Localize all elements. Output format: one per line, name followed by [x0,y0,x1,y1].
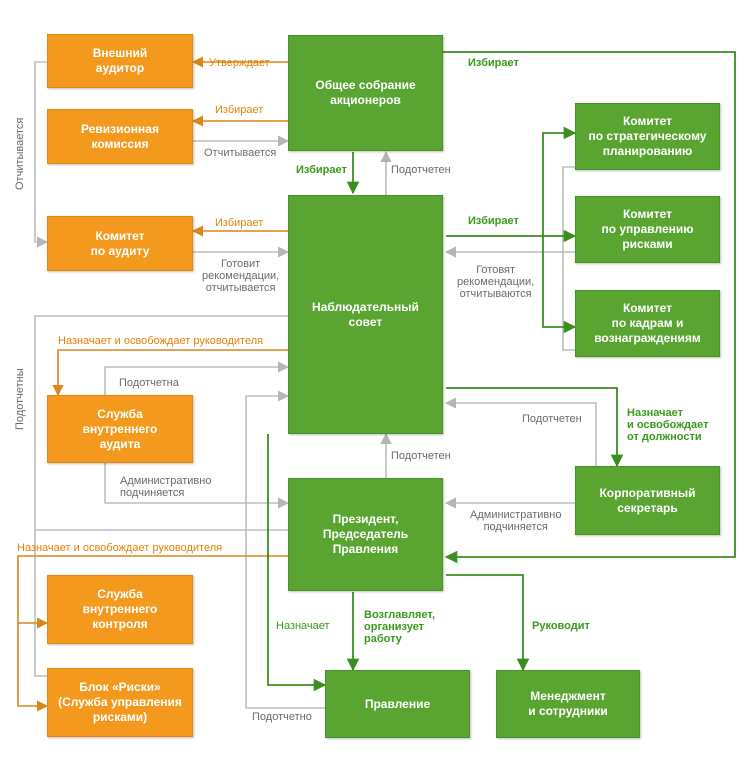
label-accountable-president: Подотчетен [391,450,451,462]
edge-committees-green-bus [542,126,577,236]
label-reports-commission: Отчитывается [204,147,277,159]
edge-committees-bus [562,166,575,351]
node-risk-block: Блок «Риски» (Служба управления рисками) [47,668,193,737]
label-appoints-heads: Назначает и освобождает руководителя [17,542,223,554]
label-elects-commission: Избирает [215,104,264,116]
node-management-board: Правление [325,670,470,738]
label-appoints-ia: Назначает и освобождает руководителя [58,335,264,347]
edge-ia-accountable [104,361,290,395]
node-shareholders: Общее собрание акционеров [288,35,443,151]
label-prepare-recs-committees: Готовят рекомендации, отчитываются [457,264,535,300]
label-manages: Руководит [532,620,590,632]
label-elects-committees: Избирает [468,215,519,227]
label-accountable-side: Подотчетны [14,368,26,430]
node-external-auditor: Внешний аудитор [47,34,193,88]
label-appoints-secretary: Назначает и освобождает от должности [627,407,709,443]
node-corporate-secretary: Корпоративный секретарь [575,466,720,535]
label-accountable-ia: Подотчетна [119,377,179,389]
node-risk-committee: Комитет по управлению рисками [575,196,720,263]
edge-appoints-heads [17,555,288,712]
edge-elects-president [443,51,736,564]
edge-appoints-secretary [446,387,624,468]
label-accountable-secretary: Подотчетен [522,413,582,425]
label-reports-side: Отчитывается [14,117,26,190]
node-supervisory-board: Наблюдательный совет [288,195,443,434]
edge-appoints-ia [52,349,288,397]
label-elects-top: Избирает [468,57,519,69]
label-prepares-recs: Готовит рекомендации, отчитывается [202,258,280,294]
edge-appoints-mb [267,434,327,692]
node-internal-audit: Служба внутреннего аудита [47,395,193,463]
node-president: Президент, Председатель Правления [288,478,443,591]
node-internal-control: Служба внутреннего контроля [47,575,193,644]
node-audit-commission: Ревизионная комиссия [47,109,193,164]
node-audit-committee: Комитет по аудиту [47,216,193,271]
label-accountable-mb: Подотчетно [252,711,312,723]
edge-committees-green-bus2 [542,236,577,334]
label-admin-secretary: Административно подчиняется [470,509,562,533]
edge-secretary-accountable [444,397,597,466]
label-accountable-board: Подотчетен [391,164,451,176]
label-appoints-mb: Назначает [276,620,330,632]
edge-side-reports [34,61,49,248]
label-approves: Утверждает [209,57,270,69]
label-elects-audit-committee: Избирает [215,217,264,229]
edge-side-accountable [34,315,288,677]
node-strategic-committee: Комитет по стратегическому планированию [575,103,720,170]
edge-mb-accountable [245,390,325,709]
edge-ia-admin [104,463,290,509]
edge-manages [446,574,530,672]
label-elects-board: Избирает [296,164,347,176]
label-heads-organizes: Возглавляет, организует работу [364,609,436,645]
node-hr-committee: Комитет по кадрам и вознаграждениям [575,290,720,357]
label-admin-ia: Административно подчиняется [120,475,212,499]
node-management-staff: Менеджмент и сотрудники [496,670,640,738]
